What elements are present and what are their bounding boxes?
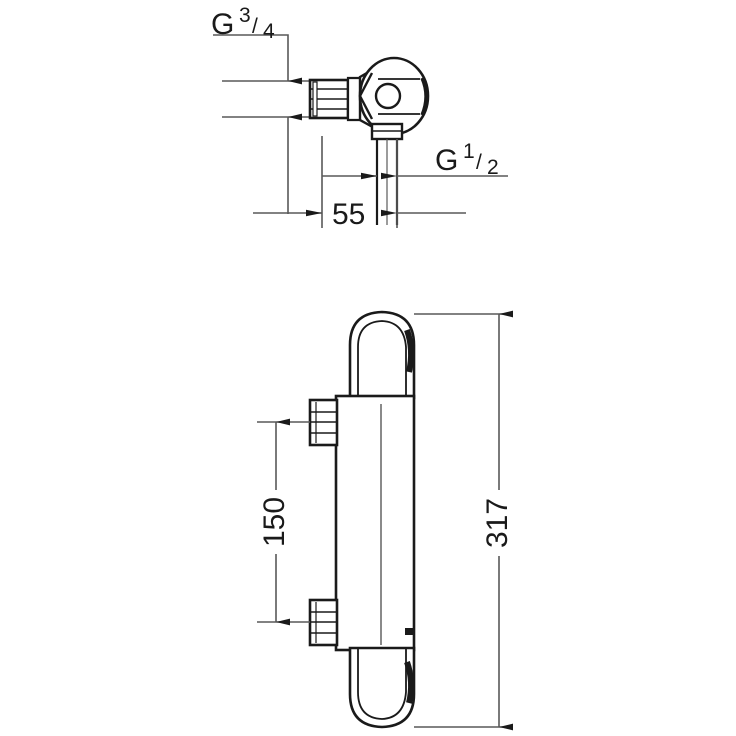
dim-150-label: 150	[258, 497, 291, 547]
front-view-upper-hex-nut	[308, 398, 339, 447]
label-thread-g12: G 1 / 2	[435, 140, 499, 179]
front-view-lower-shroud	[348, 646, 416, 729]
label-thread-g12-denominator: 2	[487, 156, 499, 179]
front-view-lower-hex-nut	[308, 598, 339, 647]
top-view-outlet	[370, 122, 404, 225]
label-thread-g12-numerator: 1	[463, 140, 475, 163]
dim-317	[414, 310, 513, 731]
label-thread-g12-letter: G	[435, 144, 458, 177]
top-view-hex-nut	[308, 78, 350, 120]
label-thread-g12-slash: /	[476, 151, 482, 174]
label-thread-g34-slash: /	[252, 15, 258, 38]
front-view-upper-shroud	[348, 310, 416, 400]
dim-55-label: 55	[332, 198, 365, 231]
dim-55	[253, 136, 466, 228]
g34-leader-line	[213, 34, 289, 62]
front-view-body	[334, 394, 416, 652]
top-view-group	[213, 34, 508, 228]
label-thread-g34-letter: G	[211, 8, 234, 41]
top-view-handle-cap	[358, 56, 430, 136]
label-thread-g34: G 3 / 4	[211, 4, 275, 43]
dim-150	[257, 418, 310, 626]
label-thread-g34-denominator: 4	[263, 20, 275, 43]
g34-dimension	[222, 62, 320, 214]
front-view-group	[257, 310, 513, 731]
label-thread-g34-numerator: 3	[239, 4, 251, 27]
dim-317-label: 317	[481, 498, 514, 548]
